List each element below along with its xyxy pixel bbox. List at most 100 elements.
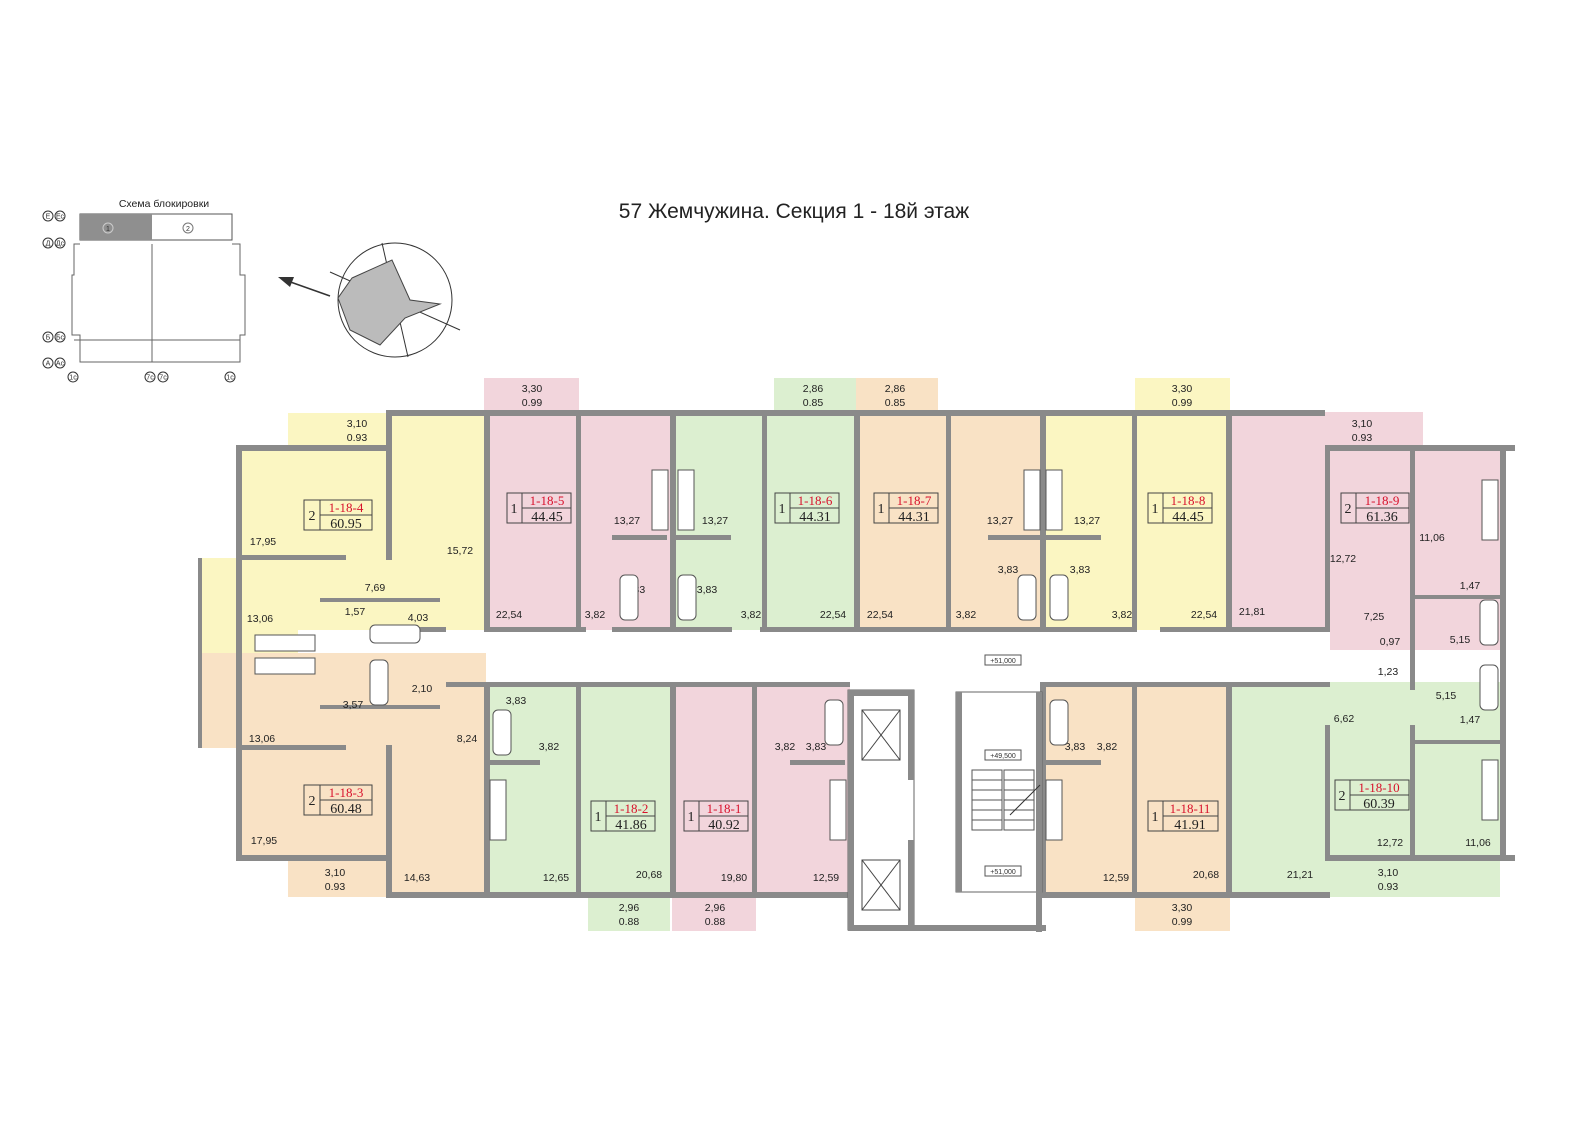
balcony-coef: 0.93 bbox=[1352, 432, 1373, 444]
apartment-area: 40.92 bbox=[708, 818, 740, 833]
apartment-area: 60.95 bbox=[330, 517, 362, 532]
room-area: 7,25 bbox=[1364, 611, 1385, 623]
room-area: 4,03 bbox=[408, 612, 429, 624]
apartment-area: 44.31 bbox=[799, 510, 831, 525]
kitchen-unit bbox=[1045, 469, 1063, 531]
axis-label: Ес bbox=[56, 214, 65, 221]
apartment-id: 1-18-1 bbox=[707, 801, 742, 816]
apartment-area: 44.45 bbox=[1172, 510, 1204, 525]
apartment-fill-pink bbox=[670, 682, 850, 897]
balcony-coef: 0.99 bbox=[1172, 397, 1193, 409]
apartment-rooms: 1 bbox=[878, 502, 885, 517]
kitchen-unit bbox=[829, 779, 847, 841]
axis-bubble bbox=[67, 371, 79, 383]
balcony-coef: 0.93 bbox=[325, 881, 346, 893]
apartment-tag-1-18-9[interactable]: 2 1-18-9 61.36 bbox=[1340, 492, 1410, 525]
axis-label: Ас bbox=[56, 361, 65, 368]
apartment-fill-pink bbox=[672, 897, 756, 931]
room-area: 22,54 bbox=[496, 609, 522, 621]
balcony-area: 2,86 bbox=[885, 383, 906, 395]
balcony-area: 3,30 bbox=[522, 383, 543, 395]
key-plan-section-1-num: 1 bbox=[106, 226, 110, 233]
apartment-tag-1-18-3[interactable]: 2 1-18-3 60.48 bbox=[303, 784, 373, 817]
room-area: 5,15 bbox=[1436, 690, 1457, 702]
room-area: 13,27 bbox=[614, 515, 640, 527]
balcony-coef: 0.88 bbox=[619, 916, 640, 928]
balcony-area: 2,96 bbox=[705, 902, 726, 914]
apartment-fill-green bbox=[774, 378, 856, 412]
apartment-fill-pink bbox=[1323, 412, 1423, 450]
room-area: 8,24 bbox=[457, 733, 478, 745]
axis-bubble bbox=[157, 371, 169, 383]
apartment-tag-1-18-7[interactable]: 1 1-18-7 44.31 bbox=[873, 492, 939, 525]
apartment-area: 44.31 bbox=[898, 510, 930, 525]
apartment-tag-1-18-1[interactable]: 1 1-18-1 40.92 bbox=[683, 800, 749, 833]
apartment-tag-1-18-8[interactable]: 1 1-18-8 44.45 bbox=[1147, 492, 1213, 525]
apartment-tag-1-18-6[interactable]: 1 1-18-6 44.31 bbox=[774, 492, 840, 525]
apartment-tag-1-18-4[interactable]: 2 1-18-4 60.95 bbox=[303, 499, 373, 532]
room-area: 5,15 bbox=[1450, 634, 1471, 646]
key-plan-section-2-num: 2 bbox=[186, 226, 190, 233]
apartment-rooms: 2 bbox=[1339, 789, 1346, 804]
balcony-coef: 0.85 bbox=[885, 397, 906, 409]
bathtub-icon bbox=[369, 659, 389, 706]
apartment-fill-orange bbox=[1135, 897, 1230, 931]
apartment-fill-pink bbox=[1230, 412, 1330, 630]
apartment-fill-pink bbox=[484, 378, 579, 412]
elevator-shaft-2 bbox=[861, 859, 901, 911]
axis-label: 7с bbox=[146, 375, 154, 382]
apartment-fill-yellow bbox=[391, 412, 488, 630]
bathtub-icon bbox=[677, 574, 697, 621]
axis-bubble bbox=[54, 210, 66, 222]
apartment-rooms: 1 bbox=[688, 810, 695, 825]
apartment-tag-1-18-2[interactable]: 1 1-18-2 41.86 bbox=[590, 800, 656, 833]
room-area: 20,68 bbox=[636, 869, 662, 881]
axis-label: Е bbox=[46, 214, 51, 221]
room-area: 12,59 bbox=[813, 872, 839, 884]
balcony-coef: 0.88 bbox=[705, 916, 726, 928]
room-area: 3,82 bbox=[775, 741, 796, 753]
room-area: 3,83 bbox=[1065, 741, 1086, 753]
bathtub-icon bbox=[492, 709, 512, 756]
kitchen-unit bbox=[1481, 759, 1499, 821]
room-area: 1,47 bbox=[1460, 580, 1481, 592]
room-area: 12,72 bbox=[1330, 553, 1356, 565]
room-area: 11,06 bbox=[1419, 532, 1445, 544]
room-area: 3,83 bbox=[697, 584, 718, 596]
balcony-area: 3,10 bbox=[1352, 418, 1373, 430]
balcony-labels: 3,10 0.93 3,30 0.99 2,86 0.85 2,86 0.85 … bbox=[325, 383, 1399, 928]
room-area: 3,57 bbox=[343, 699, 364, 711]
axis-bubble bbox=[54, 357, 66, 369]
apartment-fill-yellow bbox=[288, 413, 391, 450]
apartment-fill-orange bbox=[391, 745, 486, 897]
kitchen-unit bbox=[1023, 469, 1041, 531]
axis-label: 1с bbox=[226, 375, 234, 382]
room-area: 20,68 bbox=[1193, 869, 1219, 881]
apartment-rooms: 2 bbox=[309, 509, 316, 524]
kitchen-unit bbox=[1481, 479, 1499, 541]
room-area: 22,54 bbox=[867, 609, 893, 621]
apartment-id: 1-18-7 bbox=[897, 493, 932, 508]
room-area: 3,82 bbox=[1097, 741, 1118, 753]
room-area: 22,54 bbox=[1191, 609, 1217, 621]
room-area: 17,95 bbox=[250, 536, 276, 548]
apartment-area: 41.86 bbox=[615, 818, 647, 833]
apartment-tag-1-18-5[interactable]: 1 1-18-5 44.45 bbox=[506, 492, 572, 525]
balcony-coef: 0.93 bbox=[1378, 881, 1399, 893]
apartment-tag-1-18-11[interactable]: 1 1-18-11 41.91 bbox=[1147, 800, 1219, 833]
room-area: 11,06 bbox=[1465, 837, 1491, 849]
balcony-coef: 0.93 bbox=[347, 432, 368, 444]
lift-stair-core: +51,000 +49,500 +51,000 bbox=[847, 654, 1046, 932]
apartment-rooms: 2 bbox=[309, 794, 316, 809]
room-area: 3,83 bbox=[506, 695, 527, 707]
wind-rose-compass bbox=[278, 242, 461, 358]
room-area: 22,54 bbox=[820, 609, 846, 621]
room-area: 14,63 bbox=[404, 872, 430, 884]
apartment-fill-green bbox=[1323, 860, 1423, 897]
room-area: 15,72 bbox=[447, 545, 473, 557]
room-area: 12,59 bbox=[1103, 872, 1129, 884]
apartment-tag-1-18-10[interactable]: 2 1-18-10 60.39 bbox=[1334, 779, 1410, 812]
apartment-id: 1-18-9 bbox=[1365, 493, 1400, 508]
